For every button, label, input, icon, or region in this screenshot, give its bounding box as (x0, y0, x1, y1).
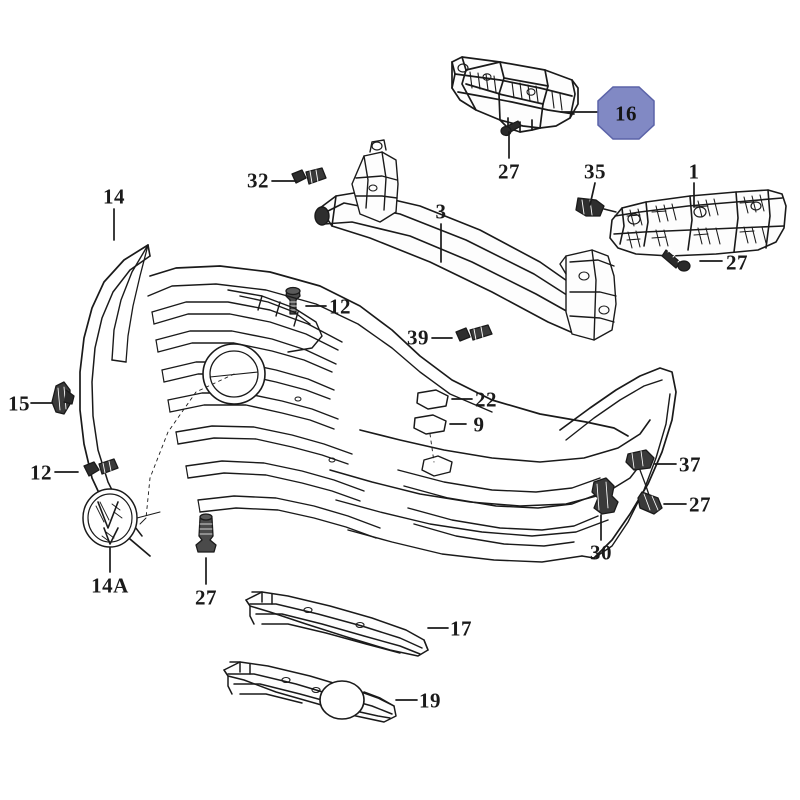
callout-39[interactable]: 39 (407, 325, 429, 350)
part-22-cap (416, 389, 449, 410)
callout-22[interactable]: 22 (475, 387, 497, 412)
part-14A-vw-emblem (82, 488, 161, 548)
callout-17[interactable]: 17 (450, 616, 472, 641)
part-12-rivet-left (83, 458, 119, 477)
part-35-clip (575, 197, 617, 217)
callout-15[interactable]: 15 (8, 391, 30, 416)
callout-27[interactable]: 27 (195, 585, 217, 610)
callout-9[interactable]: 9 (473, 412, 485, 437)
part-27-screw-right (661, 248, 691, 272)
callout-12[interactable]: 12 (329, 294, 351, 319)
leader-line-35 (589, 182, 596, 206)
callout-27[interactable]: 27 (498, 159, 520, 184)
part-9-cap (413, 414, 447, 463)
part-15-side-clip (51, 381, 75, 415)
part-37-bracket (625, 449, 655, 499)
highlight-marker-16 (597, 86, 655, 140)
part-32-bolt (291, 167, 327, 185)
callout-37[interactable]: 37 (679, 452, 701, 477)
callout-14[interactable]: 14 (103, 184, 125, 209)
part-17-grille-insert (245, 591, 429, 657)
callout-leader-lines (30, 111, 723, 701)
part-30-guide-clip (591, 477, 619, 515)
callout-32[interactable]: 32 (247, 168, 269, 193)
part-19-grille-insert-fog (223, 661, 397, 723)
part-3-impact-beam (314, 139, 617, 341)
callout-27[interactable]: 27 (689, 492, 711, 517)
part-39-bolt (455, 324, 493, 342)
part-16-reinforcement (451, 56, 579, 133)
callout-12[interactable]: 12 (30, 460, 52, 485)
callout-19[interactable]: 19 (419, 688, 441, 713)
part-14-bumper-cover (79, 244, 677, 563)
callout-27[interactable]: 27 (726, 250, 748, 275)
callout-35[interactable]: 35 (584, 159, 606, 184)
callout-14A[interactable]: 14A (91, 573, 129, 598)
callout-16-highlighted[interactable]: 16 (615, 101, 637, 126)
callout-3[interactable]: 3 (435, 199, 447, 224)
callout-1[interactable]: 1 (688, 159, 700, 184)
part-27-screw-right-lower (637, 491, 663, 515)
part-1-energy-absorber (609, 189, 787, 257)
callout-30[interactable]: 30 (590, 540, 612, 565)
part-27-screw-lower-left (195, 513, 217, 553)
